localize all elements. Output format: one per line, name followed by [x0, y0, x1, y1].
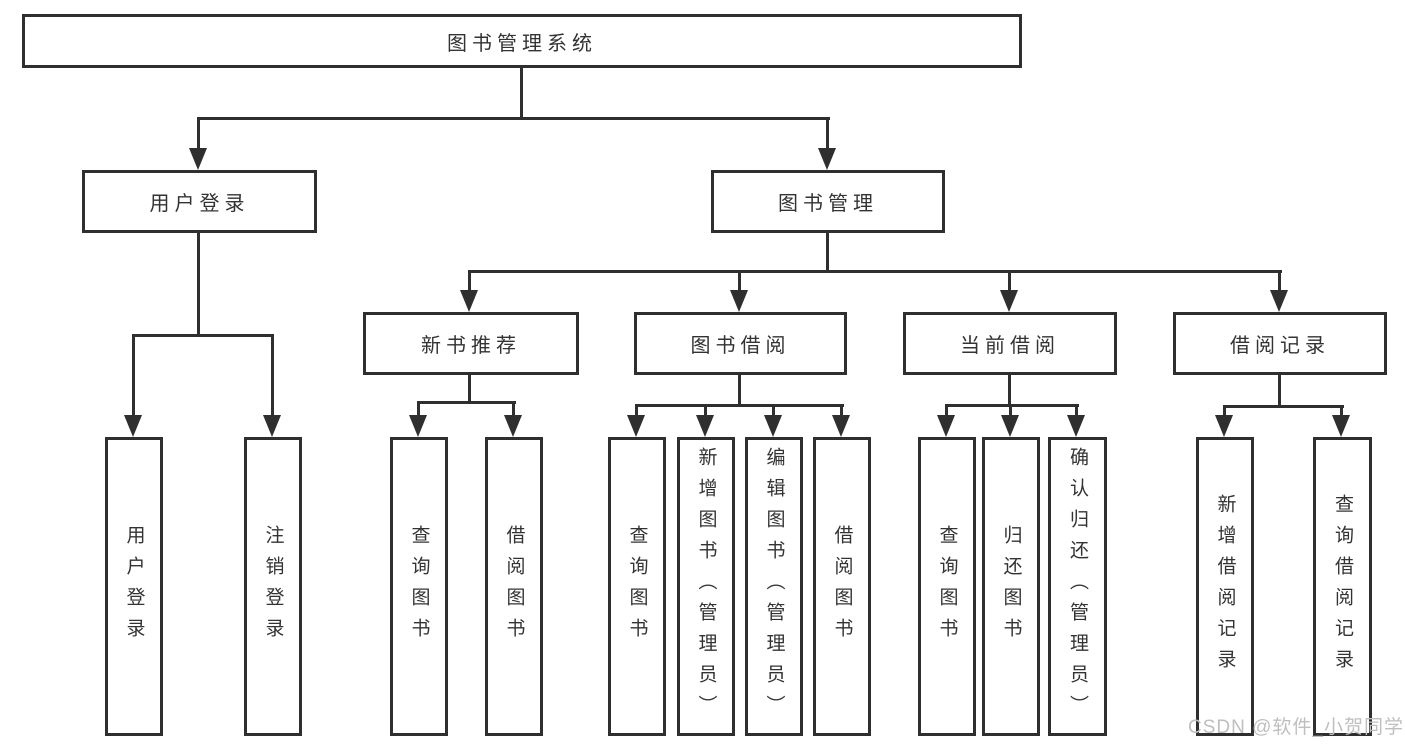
node-label: 图书借阅 [690, 335, 791, 357]
connector-arrowhead [832, 415, 850, 437]
leaf-add-books-admin: 新增图书（管理员） [677, 437, 735, 736]
leaf-label: 新增借阅记录 [1214, 493, 1236, 680]
node-label: 新书推荐 [421, 335, 521, 357]
leaf-query-borrow-record: 查询借阅记录 [1313, 437, 1372, 736]
connector-arrowhead [937, 415, 955, 437]
connector-arrowhead [504, 415, 522, 437]
connector-line [840, 404, 843, 417]
connector-arrowhead [818, 148, 836, 170]
connector-arrowhead [764, 415, 782, 437]
watermark: CSDN @软件_小贺同学 [1188, 717, 1404, 738]
connector-arrowhead [460, 290, 478, 312]
leaf-query-books: 查询图书 [608, 437, 666, 736]
connector-arrowhead [124, 415, 142, 437]
connector-line [1008, 270, 1011, 292]
connector-line [826, 231, 829, 273]
connector-line [635, 404, 638, 417]
connector-line [1009, 404, 1012, 417]
connector-line [635, 404, 844, 407]
connector-line [1278, 373, 1281, 408]
leaf-label: 编辑图书（管理员） [763, 447, 785, 726]
node-label: 图书管理 [778, 193, 878, 215]
connector-line [197, 231, 200, 337]
connector-line [468, 270, 471, 292]
node-label: 用户登录 [149, 193, 250, 215]
node-current-borrowing: 当前借阅 [903, 312, 1117, 375]
leaf-edit-books-admin: 编辑图书（管理员） [745, 437, 803, 736]
connector-arrowhead [1215, 415, 1233, 437]
leaf-confirm-return-admin: 确认归还（管理员） [1048, 437, 1107, 736]
connector-line [512, 401, 515, 417]
connector-line [132, 334, 135, 417]
connector-line [1075, 404, 1078, 417]
node-user-login: 用户登录 [82, 170, 317, 233]
connector-line [772, 404, 775, 417]
connector-line [826, 117, 829, 150]
connector-line [1340, 405, 1343, 417]
connector-line [197, 117, 200, 150]
connector-line [520, 66, 523, 120]
connector-line [1223, 405, 1344, 408]
connector-arrowhead [1332, 415, 1350, 437]
leaf-query-books: 查询图书 [918, 437, 976, 736]
leaf-label: 用户登录 [123, 524, 145, 649]
connector-arrowhead [627, 415, 645, 437]
connector-line [468, 373, 471, 404]
connector-arrowhead [730, 290, 748, 312]
connector-arrowhead [1067, 415, 1085, 437]
leaf-query-books: 查询图书 [390, 437, 448, 736]
connector-arrowhead [1001, 415, 1019, 437]
leaf-label: 借阅图书 [831, 524, 853, 649]
connector-line [417, 401, 516, 404]
leaf-label: 查询图书 [408, 524, 430, 649]
leaf-add-borrow-record: 新增借阅记录 [1196, 437, 1254, 736]
leaf-label: 借阅图书 [503, 524, 525, 649]
node-label: 借阅记录 [1230, 335, 1330, 357]
leaf-borrow-books: 借阅图书 [813, 437, 871, 736]
node-book-borrowing: 图书借阅 [634, 312, 847, 375]
connector-line [417, 401, 420, 417]
leaf-label: 查询图书 [936, 524, 958, 649]
node-label: 图书管理系统 [447, 32, 597, 55]
connector-arrowhead [1000, 290, 1018, 312]
leaf-label: 查询图书 [626, 524, 648, 649]
connector-line [271, 334, 274, 417]
leaf-user-login: 用户登录 [105, 437, 163, 736]
leaf-label: 新增图书（管理员） [695, 447, 717, 726]
connector-line [945, 404, 1079, 407]
connector-line [1008, 373, 1011, 407]
connector-arrowhead [189, 148, 207, 170]
connector-line [704, 404, 707, 417]
leaf-label: 归还图书 [1000, 524, 1022, 649]
node-borrowing-records: 借阅记录 [1173, 312, 1387, 375]
connector-line [197, 117, 830, 120]
connector-arrowhead [409, 415, 427, 437]
leaf-label: 查询借阅记录 [1332, 493, 1353, 680]
connector-line [132, 334, 274, 337]
connector-arrowhead [263, 415, 281, 437]
leaf-return-books: 归还图书 [982, 437, 1040, 736]
leaf-borrow-books: 借阅图书 [485, 437, 543, 736]
connector-arrowhead [1270, 290, 1288, 312]
leaf-logout-login: 注销登录 [244, 437, 302, 736]
connector-arrowhead [696, 415, 714, 437]
node-label: 当前借阅 [960, 335, 1060, 357]
connector-line [738, 270, 741, 292]
leaf-label: 注销登录 [262, 524, 284, 649]
node-new-book-recommendation: 新书推荐 [363, 312, 579, 375]
leaf-label: 确认归还（管理员） [1067, 447, 1088, 726]
connector-line [468, 270, 1282, 273]
node-book-management: 图书管理 [711, 170, 945, 233]
connector-line [1278, 270, 1281, 292]
connector-line [738, 373, 741, 407]
connector-line [1223, 405, 1226, 417]
node-library-management-system: 图书管理系统 [22, 14, 1022, 68]
connector-line [945, 404, 948, 417]
